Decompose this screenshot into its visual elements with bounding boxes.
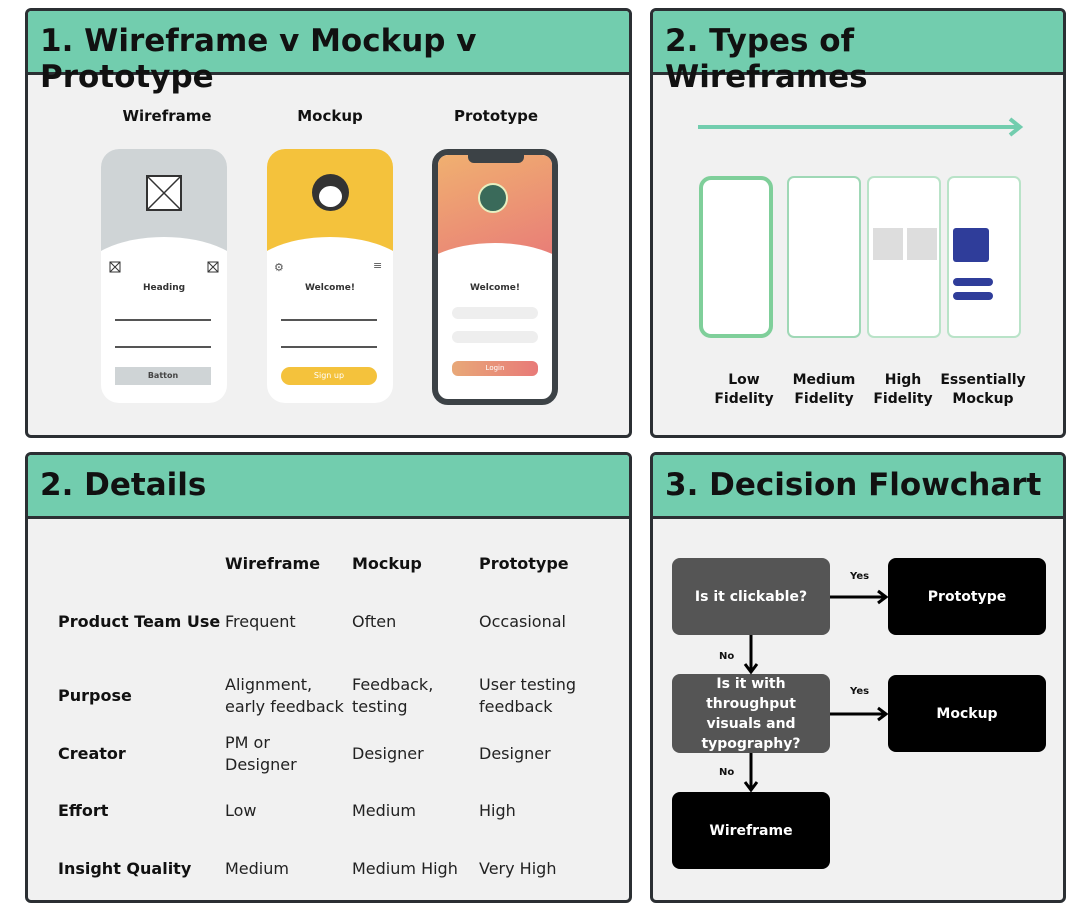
result-prototype: Prototype <box>888 558 1046 635</box>
table-cell: High <box>479 801 516 820</box>
flow-arrows <box>743 589 889 793</box>
table-cell: Very High <box>479 859 557 878</box>
no-label: No <box>719 767 735 778</box>
table-cell: Feedback, testing <box>352 675 434 716</box>
column-header: Prototype <box>479 554 569 573</box>
table-cell: User testing feedback <box>479 675 577 716</box>
yes-label: Yes <box>850 686 870 697</box>
result-wireframe: Wireframe <box>672 792 830 869</box>
question-visuals: Is it with throughput visuals and typogr… <box>672 674 830 753</box>
row-label: Effort <box>58 801 109 820</box>
result-mockup: Mockup <box>888 675 1046 752</box>
table-cell: Low <box>225 801 257 820</box>
phone-button: Batton <box>115 367 211 385</box>
menu-icon: ≡ <box>373 259 383 272</box>
panel-decision-flowchart: 3. Decision Flowchart Is it clickable? P… <box>650 452 1066 903</box>
panel-title: 2. Details <box>28 455 629 519</box>
table-cell: Occasional <box>479 612 566 631</box>
panel-wireframe-mockup-prototype: 1. Wireframe v Mockup v Prototype Wirefr… <box>25 8 632 438</box>
wireframe-phone: Heading Batton <box>101 149 227 403</box>
phone-button: Login <box>452 361 538 376</box>
table-cell: Alignment, early feedback <box>225 675 344 716</box>
fidelity-arrow-icon <box>698 117 1024 137</box>
avatar <box>478 183 508 213</box>
image-placeholder-icon <box>146 175 182 211</box>
gear-icon: ⚙ <box>274 261 284 274</box>
row-label: Product Team Use <box>58 612 221 631</box>
panel-title: 1. Wireframe v Mockup v Prototype <box>28 11 629 95</box>
panel-title: 2. Types of Wireframes <box>653 11 1063 95</box>
mockup-phone: ⚙ ≡ Welcome! Sign up <box>267 149 393 403</box>
phone-heading: Welcome! <box>470 283 520 293</box>
row-label: Purpose <box>58 686 132 705</box>
column-label: Wireframe <box>122 107 212 125</box>
medium-fidelity-sketch <box>787 176 861 338</box>
placeholder-icon <box>109 261 121 273</box>
table-cell: Designer <box>352 744 424 763</box>
table-cell: Medium <box>225 859 289 878</box>
column-header: Mockup <box>352 554 422 573</box>
table-cell: Medium High <box>352 859 458 878</box>
row-label: Insight Quality <box>58 859 192 878</box>
phone-button: Sign up <box>281 367 377 385</box>
phone-heading: Welcome! <box>305 283 355 293</box>
question-clickable: Is it clickable? <box>672 558 830 635</box>
placeholder-icon <box>207 261 219 273</box>
phone-heading: Heading <box>142 283 186 293</box>
table-cell: PM or Designer <box>225 733 297 774</box>
column-label: Mockup <box>297 107 363 125</box>
table-cell: Designer <box>479 744 551 763</box>
yes-label: Yes <box>850 571 870 582</box>
high-fidelity-sketch <box>867 176 941 338</box>
essentially-mockup-sketch <box>947 176 1021 338</box>
table-cell: Often <box>352 612 397 631</box>
panel-title: 3. Decision Flowchart <box>653 455 1063 519</box>
avatar-icon <box>312 174 349 211</box>
row-label: Creator <box>58 744 126 763</box>
table-cell: Medium <box>352 801 416 820</box>
column-label: Prototype <box>453 107 539 125</box>
no-label: No <box>719 651 735 662</box>
table-cell: Frequent <box>225 612 296 631</box>
prototype-phone: Welcome! Login <box>432 149 558 405</box>
column-header: Wireframe <box>225 554 321 573</box>
low-fidelity-sketch <box>699 176 773 338</box>
